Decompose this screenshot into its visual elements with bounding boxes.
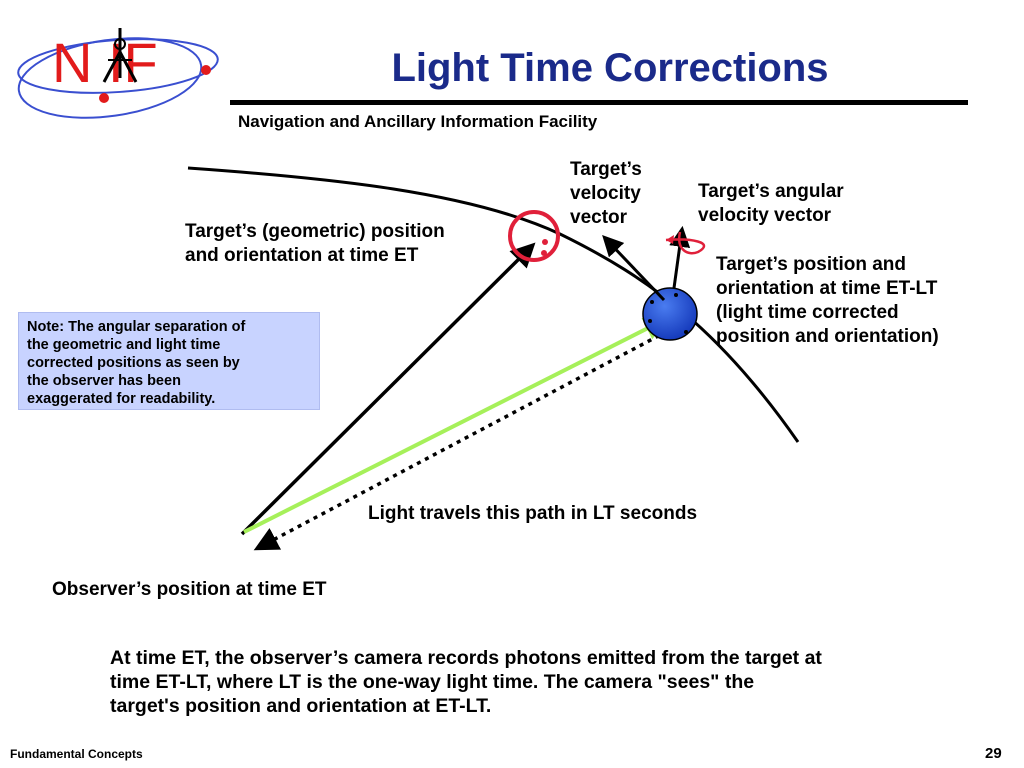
organization-subtitle: Navigation and Ancillary Information Fac… xyxy=(238,112,598,131)
corrected-position-label: Target’s position and orientation at tim… xyxy=(716,254,939,347)
target-body xyxy=(642,287,698,341)
light-path-label: Light travels this path in LT seconds xyxy=(368,503,698,524)
angular-rotation-icon xyxy=(665,231,706,255)
logo-dot-icon xyxy=(201,65,211,75)
page-number: 29 xyxy=(985,745,1002,762)
footer-section-name: Fundamental Concepts xyxy=(10,747,143,761)
angular-velocity-label: Target’s angular velocity vector xyxy=(698,181,844,226)
velocity-vector xyxy=(602,234,666,302)
logo-letters: N IF xyxy=(52,31,158,94)
geometric-position-marker xyxy=(508,210,560,262)
title-underline xyxy=(230,100,968,105)
explanation-caption: At time ET, the observer’s camera record… xyxy=(110,647,822,717)
readability-note: Note: The angular separation of the geom… xyxy=(18,312,320,410)
geometric-position-vector xyxy=(240,242,536,536)
geometric-position-label: Target’s (geometric) position and orient… xyxy=(185,221,445,266)
observer-position-label: Observer’s position at time ET xyxy=(52,579,327,600)
logo-tripod-icon xyxy=(102,28,138,83)
light-path-line xyxy=(243,317,669,534)
logo-dot-icon xyxy=(99,93,109,103)
naif-logo: N IF xyxy=(17,28,219,119)
velocity-vector-label: Target’s velocity vector xyxy=(570,159,642,228)
dotted-observer-line xyxy=(253,332,663,551)
page-title: Light Time Corrections xyxy=(391,46,829,90)
